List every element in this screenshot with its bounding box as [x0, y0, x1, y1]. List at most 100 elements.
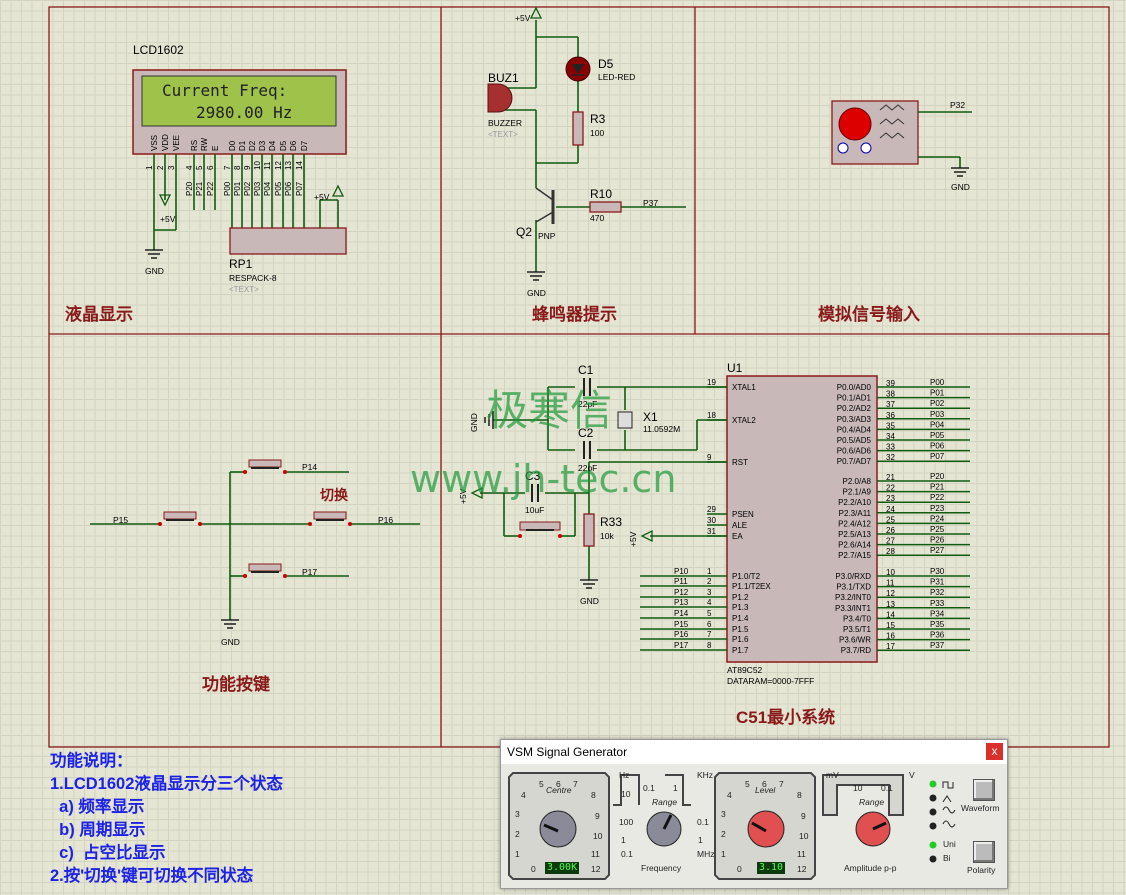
- key-switch-terminal: [348, 522, 352, 526]
- transistor-q2[interactable]: Q2 PNP: [516, 187, 556, 241]
- d5-value: LED-RED: [598, 72, 635, 82]
- mcu-right-pin-number: 38: [886, 390, 895, 399]
- mcu-right-pin-name: P3.4/T0: [843, 614, 872, 623]
- keys-gnd-label: GND: [221, 637, 240, 647]
- amp-range-label: Range: [859, 797, 885, 807]
- level-label: Level: [755, 785, 776, 795]
- mcu-right-pin-name: P3.6/WR: [839, 636, 871, 645]
- c3-value: 10uF: [525, 505, 544, 515]
- capacitor-c2[interactable]: C2 22pF: [578, 426, 597, 473]
- dial-scale-number: 6: [556, 779, 561, 789]
- capacitor-c3[interactable]: C3 10uF: [525, 469, 544, 515]
- function-description: 功能说明： 1.LCD1602液晶显示分三个状态 a) 频率显示 b) 周期显示…: [50, 750, 283, 888]
- key-switch-terminal: [243, 574, 247, 578]
- mcu-left-pin-number: 31: [707, 527, 716, 536]
- mcu-gnd-left-label: GND: [469, 413, 479, 432]
- v-label: V: [909, 770, 915, 780]
- lcd-pin-number: 10: [253, 161, 262, 170]
- buz1-value: BUZZER: [488, 118, 522, 128]
- ea-plus5v-label: +5V: [628, 531, 638, 547]
- key-net-p17: P17: [302, 567, 317, 577]
- vsm-title: VSM Signal Generator: [501, 740, 1007, 764]
- mv-label: mV: [826, 770, 839, 780]
- reset-switch[interactable]: [518, 521, 562, 538]
- lcd1602[interactable]: LCD1602 Current Freq: 2980.00 Hz VSS1VDD…: [132, 43, 347, 170]
- amplitude-label: Amplitude p-p: [844, 863, 897, 873]
- buzzer-wires: [505, 20, 686, 272]
- d5-ref: D5: [598, 57, 614, 71]
- mcu-left-pin-number: 9: [707, 453, 712, 462]
- c2-value: 22pF: [578, 463, 597, 473]
- mcu-left-pin-number: 30: [707, 516, 716, 525]
- mcu-right-net-label: P21: [930, 483, 945, 492]
- dial-scale-number: 9: [595, 811, 600, 821]
- resistor-r3[interactable]: R3 100: [572, 111, 606, 146]
- mcu-right-pin-number: 26: [886, 526, 895, 535]
- lcd-pin-name: D0: [228, 140, 237, 151]
- mcu-right-pin-number: 15: [886, 621, 895, 630]
- potentiometer-module[interactable]: [831, 100, 919, 165]
- resistor-r10[interactable]: R10 470: [589, 187, 622, 223]
- mcu-right-net-label: P00: [930, 378, 945, 387]
- mcu-right-pins: 39P0.0/AD0P0038P0.1/AD1P0137P0.2/AD2P023…: [835, 378, 970, 655]
- mcu-left-pin-number: 1: [707, 567, 712, 576]
- mcu-right-pin-number: 28: [886, 547, 895, 556]
- mcu-right-net-label: P31: [930, 578, 945, 587]
- freq-range-side-5: 1: [698, 835, 703, 845]
- dial-scale-number: 8: [591, 790, 596, 800]
- respack-rp1[interactable]: RP1 RESPACK-8 <TEXT>: [229, 227, 347, 294]
- waveform-button[interactable]: [973, 779, 995, 801]
- amp-range-top-1: 0.1: [881, 783, 893, 793]
- mcu-right-pin-name: P3.2/INT0: [835, 593, 872, 602]
- vsm-signal-generator-window[interactable]: VSM Signal Generator x Centre 3.00K: [500, 739, 1008, 889]
- buz1-ref: BUZ1: [488, 71, 519, 85]
- mcu-right-pin-number: 11: [886, 579, 895, 588]
- keys-gnd-symbol: [221, 619, 239, 629]
- resistor-r33[interactable]: R33 10k: [583, 513, 622, 547]
- mcu-at89c52[interactable]: U1 AT89C52 DATARAM=0000-7FFF 19XTAL118XT…: [640, 361, 970, 686]
- mcu-left-pin-name: EA: [732, 532, 743, 541]
- key-switch-terminal: [158, 522, 162, 526]
- crystal-x1[interactable]: X1 11.0592M: [617, 410, 680, 434]
- lcd-port-label: P07: [295, 181, 304, 196]
- freq-range-side-4: 0.1: [697, 817, 709, 827]
- polarity-button[interactable]: [973, 841, 995, 863]
- close-button[interactable]: x: [986, 743, 1003, 760]
- switch-key-label: 切换: [320, 487, 349, 503]
- mcu-right-net-label: P23: [930, 504, 945, 513]
- mcu-right-net-label: P26: [930, 536, 945, 545]
- dial-scale-number: 12: [797, 864, 807, 874]
- key-switch-cap: [248, 563, 282, 572]
- frequency-label: Frequency: [641, 863, 682, 873]
- dial-scale-number: 6: [762, 779, 767, 789]
- lcd-pin-number: 1: [145, 165, 154, 170]
- r33-ref: R33: [600, 515, 622, 529]
- c1-value: 22pF: [578, 399, 597, 409]
- dial-scale-number: 1: [721, 849, 726, 859]
- buzzer-net-p37: P37: [643, 198, 658, 208]
- lcd-pin-number: 12: [274, 161, 283, 170]
- x1-value: 11.0592M: [643, 424, 680, 434]
- mcu-left-pin-name: PSEN: [732, 510, 754, 519]
- key-switch-terminal: [308, 522, 312, 526]
- buzzer-buz1[interactable]: BUZ1 BUZZER <TEXT>: [487, 71, 522, 139]
- dial-scale-number: 11: [797, 849, 806, 859]
- key-net-p14: P14: [302, 462, 317, 472]
- mcu-plus5v-left-label: +5V: [458, 488, 468, 504]
- mcu-right-pin-name: P2.1/A9: [843, 488, 872, 497]
- analog-gnd-label: GND: [951, 182, 970, 192]
- led-d5[interactable]: D5 LED-RED: [565, 56, 635, 82]
- dial-scale-number: 11: [591, 849, 600, 859]
- watermark-cn: 极寒信: [486, 386, 612, 435]
- key-net-p16: P16: [378, 515, 393, 525]
- u1-part: AT89C52: [727, 665, 763, 675]
- mcu-right-pin-name: P2.7/A15: [838, 551, 871, 560]
- mcu-gnd-label: GND: [580, 596, 599, 606]
- lcd-pin-name: D5: [279, 140, 288, 151]
- lcd-pin-name: D2: [248, 140, 257, 151]
- key-net-p15: P15: [113, 515, 128, 525]
- buz1-text: <TEXT>: [488, 130, 518, 139]
- lcd-pin-name: D3: [258, 140, 267, 151]
- capacitor-c1[interactable]: C1 22pF: [578, 363, 597, 409]
- dial-scale-number: 0: [737, 864, 742, 874]
